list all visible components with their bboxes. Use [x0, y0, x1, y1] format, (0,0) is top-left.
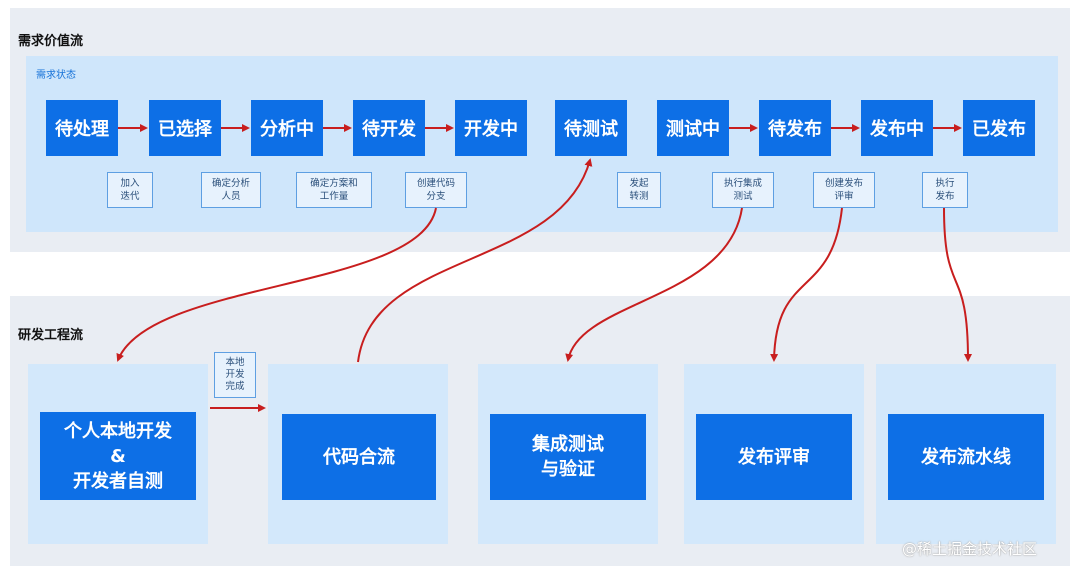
- action-confirm-plan: 确定方案和 工作量: [296, 172, 372, 208]
- state-selected: 已选择: [149, 100, 221, 156]
- state-released: 已发布: [963, 100, 1035, 156]
- stage-local-dev-self-test: 个人本地开发 & 开发者自测: [40, 412, 196, 500]
- stage-code-merge: 代码合流: [282, 414, 436, 500]
- stage-integration-test: 集成测试 与验证: [490, 414, 646, 500]
- state-to-test: 待测试: [555, 100, 627, 156]
- action-run-integration-test: 执行集成 测试: [712, 172, 774, 208]
- action-create-release-review: 创建发布 评审: [813, 172, 875, 208]
- action-execute-release: 执行 发布: [922, 172, 968, 208]
- state-to-develop: 待开发: [353, 100, 425, 156]
- requirement-state-title: 需求状态: [36, 70, 76, 81]
- action-assign-analyst: 确定分析 人员: [201, 172, 261, 208]
- engineering-flow-title: 研发工程流: [18, 328, 84, 343]
- stage-release-review: 发布评审: [696, 414, 852, 500]
- watermark: @稀土掘金技术社区: [902, 540, 1038, 558]
- state-releasing: 发布中: [861, 100, 933, 156]
- state-analyzing: 分析中: [251, 100, 323, 156]
- state-to-release: 待发布: [759, 100, 831, 156]
- requirement-value-stream-title: 需求价值流: [18, 34, 84, 49]
- state-developing: 开发中: [455, 100, 527, 156]
- state-pending: 待处理: [46, 100, 118, 156]
- local-dev-done-label: 本地 开发 完成: [214, 352, 256, 398]
- action-create-branch: 创建代码 分支: [405, 172, 467, 208]
- state-testing: 测试中: [657, 100, 729, 156]
- action-submit-test: 发起 转测: [617, 172, 661, 208]
- action-add-iteration: 加入 迭代: [107, 172, 153, 208]
- stage-release-pipeline: 发布流水线: [888, 414, 1044, 500]
